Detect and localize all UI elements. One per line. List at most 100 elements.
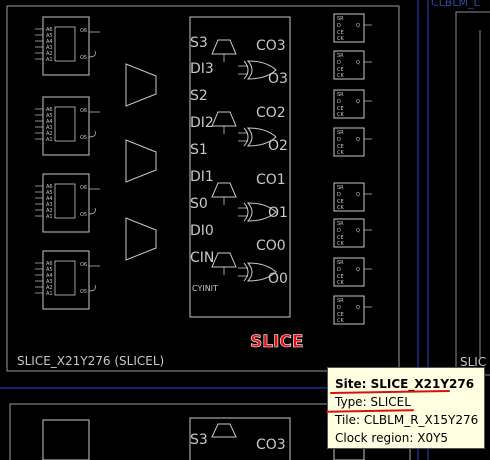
lut-pin-label: A1	[46, 291, 53, 297]
carry-input-label: S1	[190, 142, 208, 158]
ff-pin-label: CK	[337, 36, 344, 42]
carry-mux-shape	[211, 252, 237, 268]
lut-pin-label: A5	[46, 267, 53, 273]
ff-pin-label: CK	[337, 73, 344, 79]
ff-pin-label: SR	[337, 16, 344, 22]
carry-mux-shape	[211, 111, 237, 127]
mux-shape[interactable]	[125, 139, 157, 183]
lut-pin-label: A2	[46, 285, 53, 291]
slice-frame-top[interactable]	[6, 5, 400, 372]
lut-pin-label: A6	[46, 27, 53, 33]
lut-pin-label: A5	[46, 113, 53, 119]
carry-output-label: CO1	[256, 172, 286, 188]
ff-pin-label: SR	[337, 130, 344, 136]
slice-annotation-label: SLICE	[250, 332, 304, 352]
mux-shape[interactable]	[125, 63, 157, 107]
ff-pin-label: CK	[337, 150, 344, 156]
carry-output-label: O0	[268, 271, 288, 287]
tooltip-site: Site: SLICE_X21Y276	[335, 377, 475, 391]
lut-out-label: O6	[80, 108, 87, 114]
slice-name-label: SLICE_X21Y276 (SLICEL)	[17, 354, 164, 368]
ff-pin-label: SR	[337, 298, 344, 304]
ff-pin-label: CK	[337, 205, 344, 211]
ff-pin-label: D	[337, 137, 341, 143]
ff-pin-label: CK	[337, 112, 344, 118]
lut-pin-label: A1	[46, 137, 53, 143]
lut-pin-label: A4	[46, 273, 53, 279]
carry-mux-shape	[211, 182, 237, 198]
carry-output-label: CO3	[256, 38, 286, 54]
ff-pin-label: CE	[337, 144, 344, 150]
lut-pin-label: A6	[46, 261, 53, 267]
ff-pin-label: CE	[337, 235, 344, 241]
ff-pin-label: CE	[337, 30, 344, 36]
carry-input-label: S3	[190, 35, 208, 51]
carry-output-label: CO0	[256, 238, 286, 254]
carry-input-label: DI0	[190, 223, 214, 239]
ff-pin-label: CK	[337, 241, 344, 247]
carry-output-label: O2	[268, 138, 288, 154]
tooltip-type: Type: SLICEL	[335, 395, 411, 409]
ff-pin-label: Q	[356, 60, 360, 66]
carry-input-label: S0	[190, 196, 208, 212]
carry-output-label: O1	[268, 205, 288, 221]
lut-out-label: O5	[80, 135, 87, 141]
lut-pin-label: A1	[46, 214, 53, 220]
lut-out-label: O5	[80, 55, 87, 61]
ff-pin-label: Q	[356, 23, 360, 29]
xor-gate-shape	[246, 202, 277, 222]
bottom-carry-s3: S3	[190, 432, 208, 448]
lut-pin-label: A5	[46, 190, 53, 196]
lut-pin-label: A2	[46, 131, 53, 137]
ff-pin-label: CK	[337, 280, 344, 286]
ff-pin-label: SR	[337, 92, 344, 98]
ff-pin-label: SR	[337, 221, 344, 227]
cyinit-label: CYINIT	[192, 284, 218, 293]
carry-input-label: DI1	[190, 169, 214, 185]
carry-input-label: CIN	[190, 250, 214, 266]
lut-out-label: O6	[80, 262, 87, 268]
lut-out-label: O5	[80, 212, 87, 218]
mux-shape[interactable]	[125, 217, 157, 261]
site-tooltip: Site: SLICE_X21Y276 Type: SLICEL Tile: C…	[325, 367, 485, 449]
lut-pin-label: A3	[46, 45, 53, 51]
right-slice-frame	[455, 11, 490, 376]
ff-pin-label: D	[337, 228, 341, 234]
ff-pin-label: Q	[356, 305, 360, 311]
ff-pin-label: CE	[337, 312, 344, 318]
carry-input-label: DI2	[190, 115, 214, 131]
xor-gate-shape	[246, 60, 277, 80]
carry-output-label: O3	[268, 71, 288, 87]
lut-pin-label: A6	[46, 184, 53, 190]
lut-out-label: O5	[80, 289, 87, 295]
lut-pin-label: A2	[46, 51, 53, 57]
lut-pin-label: A6	[46, 107, 53, 113]
lut-pin-label: A3	[46, 202, 53, 208]
ff-pin-label: CE	[337, 106, 344, 112]
ff-pin-label: SR	[337, 260, 344, 266]
ff-pin-label: D	[337, 60, 341, 66]
carry-chain-block[interactable]: S3DI3S2DI2S1DI1S0DI0CINCO3O3CO2O2CO1O1CO…	[189, 16, 291, 318]
ff-pin-label: D	[337, 305, 341, 311]
ff-pin-label: D	[337, 99, 341, 105]
lut-pin-label: A4	[46, 196, 53, 202]
ff-pin-label: SR	[337, 53, 344, 59]
lut-pin-label: A1	[46, 57, 53, 63]
lut-out-label: O6	[80, 185, 87, 191]
lut-pin-label: A3	[46, 125, 53, 131]
ff-pin-label: D	[337, 192, 341, 198]
ff-pin-label: CE	[337, 199, 344, 205]
